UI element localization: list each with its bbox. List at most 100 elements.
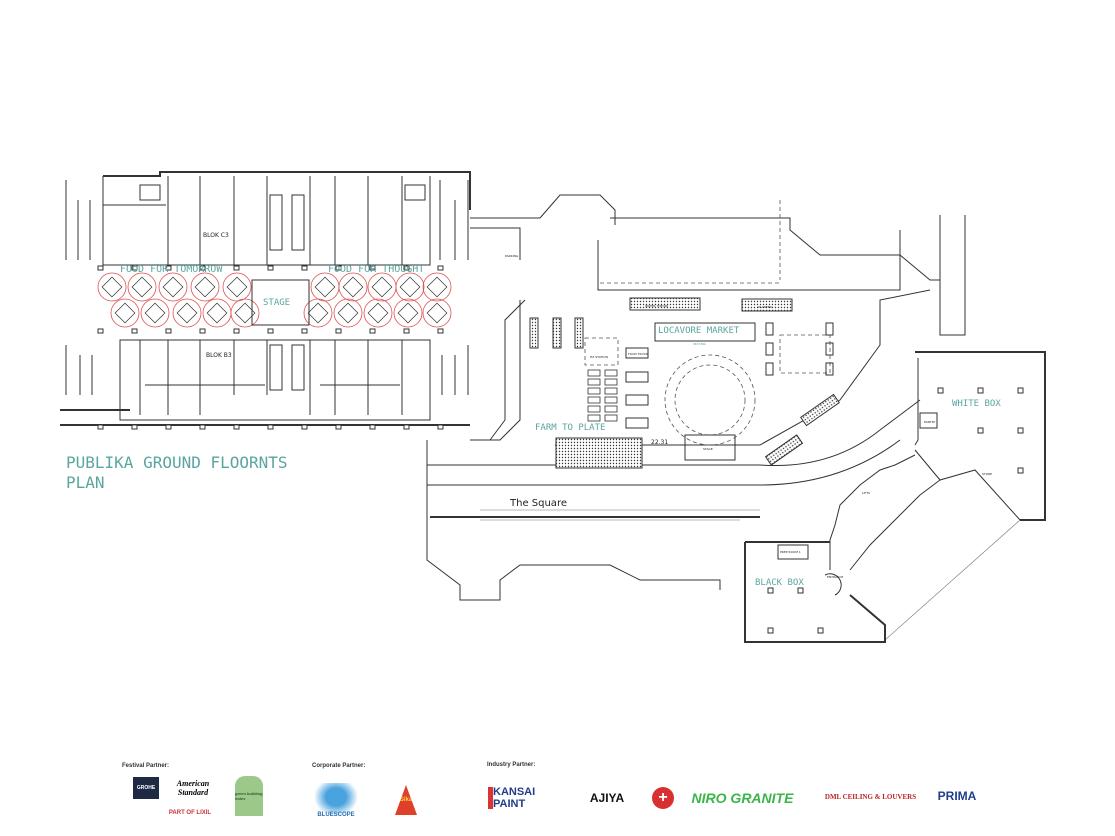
- dining-table: [101, 276, 123, 298]
- dining-table: [399, 276, 421, 298]
- dining-table-circle: [338, 272, 368, 302]
- market-stall: [604, 378, 618, 386]
- column: [97, 265, 104, 271]
- lixil-logo: PART OF LIXIL: [168, 810, 212, 816]
- column: [199, 265, 206, 271]
- ajiya-logo: AJIYA: [589, 791, 625, 805]
- column: [335, 424, 342, 430]
- dining-table-circle: [190, 272, 220, 302]
- bluescope-logo: BLUESCOPE: [312, 783, 360, 818]
- dining-table: [337, 302, 359, 324]
- column: [199, 328, 206, 334]
- market-stall: [587, 369, 601, 377]
- market-stall: [604, 396, 618, 404]
- column: [403, 328, 410, 334]
- dining-table-circle: [222, 272, 252, 302]
- dining-table: [371, 276, 393, 298]
- white-box-building: [914, 351, 1046, 521]
- dining-table-circle: [110, 298, 140, 328]
- column: [437, 265, 444, 271]
- dining-table-circle: [333, 298, 363, 328]
- dining-table: [114, 302, 136, 324]
- column: [233, 424, 240, 430]
- column: [403, 265, 410, 271]
- dining-table: [131, 276, 153, 298]
- dining-table: [206, 302, 228, 324]
- market-stall: [604, 414, 618, 422]
- dining-tables: [97, 272, 452, 328]
- column: [233, 328, 240, 334]
- dining-table-circle: [363, 298, 393, 328]
- columns: [97, 265, 1024, 634]
- american-standard-logo: American Standard: [176, 779, 210, 797]
- dining-table-circle: [422, 272, 452, 302]
- column: [369, 424, 376, 430]
- lifts-corridor: [829, 454, 1021, 641]
- market-stall: [587, 396, 601, 404]
- column: [1017, 467, 1024, 474]
- column: [937, 387, 944, 394]
- column: [817, 627, 824, 634]
- dml-logo: DML CEILING & LOUVERS: [824, 793, 917, 801]
- dining-table-circle: [158, 272, 188, 302]
- column: [97, 328, 104, 334]
- niro-cross-icon: +: [652, 787, 674, 809]
- column: [767, 627, 774, 634]
- market-stall: [587, 414, 601, 422]
- column: [797, 587, 804, 594]
- dining-table: [426, 302, 448, 324]
- market-stall: [604, 369, 618, 377]
- column: [165, 328, 172, 334]
- industry-partner-label: Industry Partner:: [487, 762, 536, 768]
- column: [1017, 387, 1024, 394]
- dining-table-circle: [97, 272, 127, 302]
- column: [301, 265, 308, 271]
- dining-table-circle: [393, 298, 423, 328]
- market-stall: [587, 405, 601, 413]
- column: [403, 424, 410, 430]
- dining-table: [194, 276, 216, 298]
- dining-table: [314, 276, 336, 298]
- dining-table-circle: [172, 298, 202, 328]
- blok-c3-building: [65, 171, 471, 266]
- market-stall: [587, 378, 601, 386]
- column: [233, 265, 240, 271]
- column: [977, 427, 984, 434]
- column: [97, 424, 104, 430]
- column: [199, 424, 206, 430]
- blok-b3-building: [60, 339, 470, 426]
- column: [131, 328, 138, 334]
- prima-logo: PRIMA: [937, 789, 977, 803]
- dining-table: [397, 302, 419, 324]
- column: [131, 424, 138, 430]
- dining-table-circle: [140, 298, 170, 328]
- column: [267, 328, 274, 334]
- column: [369, 265, 376, 271]
- kansai-paint-logo: KANSAI PAINT: [488, 786, 563, 810]
- column: [369, 328, 376, 334]
- dining-table-circle: [303, 298, 333, 328]
- dining-table: [226, 276, 248, 298]
- column: [301, 424, 308, 430]
- dining-table: [307, 302, 329, 324]
- dining-table-circle: [395, 272, 425, 302]
- market-stall: [587, 387, 601, 395]
- dining-table: [176, 302, 198, 324]
- market-stall: [604, 387, 618, 395]
- stage-platform: [251, 279, 310, 326]
- column: [437, 328, 444, 334]
- dining-table: [367, 302, 389, 324]
- column: [437, 424, 444, 430]
- column: [1017, 427, 1024, 434]
- dining-table: [162, 276, 184, 298]
- festival-partner-label: Festival Partner:: [122, 763, 170, 769]
- dining-table-circle: [127, 272, 157, 302]
- dining-table-circle: [422, 298, 452, 328]
- market-stall: [604, 405, 618, 413]
- column: [267, 424, 274, 430]
- grohe-logo: GROHE: [133, 777, 159, 799]
- central-area-walls: [426, 194, 966, 601]
- dining-table: [144, 302, 166, 324]
- column: [301, 328, 308, 334]
